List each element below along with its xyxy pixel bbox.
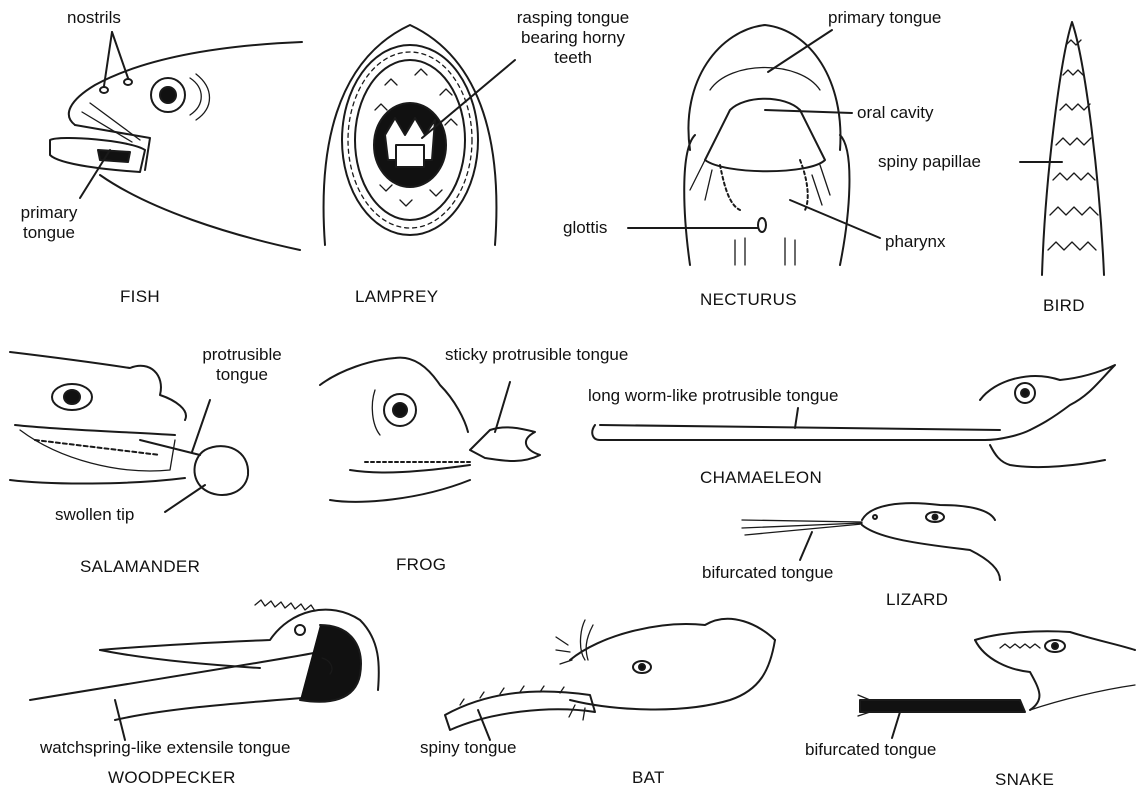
label-lizard-tongue: bifurcated tongue — [702, 563, 833, 583]
label-rasping-tongue-line1: rasping tongue — [503, 8, 643, 28]
label-worm-tongue: long worm-like protrusible tongue — [588, 386, 838, 406]
animal-name-snake: SNAKE — [995, 770, 1054, 790]
animal-name-chamaeleon: CHAMAELEON — [700, 468, 822, 488]
lamprey-leader-line — [422, 60, 515, 138]
lamprey-drawing — [324, 25, 497, 245]
label-glottis: glottis — [563, 218, 607, 238]
label-rasping-tongue-line2: bearing horny — [503, 28, 643, 48]
label-swollen-tip: swollen tip — [55, 505, 134, 525]
label-pharynx: pharynx — [885, 232, 945, 252]
label-necturus-primary-tongue: primary tongue — [828, 8, 941, 28]
label-protrusible-tongue-line2: tongue — [192, 365, 292, 385]
frog-leader-line — [495, 382, 510, 432]
frog-drawing — [320, 358, 540, 502]
label-fish-primary-tongue: primary tongue — [8, 203, 90, 243]
chamaeleon-drawing — [592, 365, 1115, 467]
woodpecker-drawing — [30, 600, 379, 720]
bird-tongue-drawing — [1042, 22, 1104, 275]
animal-name-bird: BIRD — [1043, 296, 1085, 316]
label-fish-primary-tongue-line2: tongue — [8, 223, 90, 243]
animal-name-bat: BAT — [632, 768, 665, 788]
label-spiny-tongue: spiny tongue — [420, 738, 516, 758]
label-rasping-tongue: rasping tongue bearing horny teeth — [503, 8, 643, 68]
lizard-leader-line — [800, 532, 812, 560]
label-watchspring-tongue: watchspring-like extensile tongue — [40, 738, 290, 758]
animal-name-fish: FISH — [120, 287, 160, 307]
label-protrusible-tongue-line1: protrusible — [192, 345, 292, 365]
label-nostrils: nostrils — [67, 8, 121, 28]
necturus-leader-lines — [628, 30, 880, 238]
label-spiny-papillae: spiny papillae — [878, 152, 981, 172]
label-sticky-tongue: sticky protrusible tongue — [445, 345, 628, 365]
snake-leader-line — [892, 712, 900, 738]
label-protrusible-tongue: protrusible tongue — [192, 345, 292, 385]
chamaeleon-leader-line — [795, 408, 798, 428]
animal-name-lizard: LIZARD — [886, 590, 948, 610]
animal-name-necturus: NECTURUS — [700, 290, 797, 310]
label-oral-cavity: oral cavity — [857, 103, 934, 123]
label-fish-primary-tongue-line1: primary — [8, 203, 90, 223]
animal-name-salamander: SALAMANDER — [80, 557, 200, 577]
snake-drawing — [858, 631, 1135, 716]
bat-drawing — [445, 619, 775, 730]
label-rasping-tongue-line3: teeth — [503, 48, 643, 68]
animal-name-frog: FROG — [396, 555, 446, 575]
animal-name-lamprey: LAMPREY — [355, 287, 438, 307]
bat-leader-line — [478, 710, 490, 740]
label-snake-tongue: bifurcated tongue — [805, 740, 936, 760]
animal-name-woodpecker: WOODPECKER — [108, 768, 236, 788]
